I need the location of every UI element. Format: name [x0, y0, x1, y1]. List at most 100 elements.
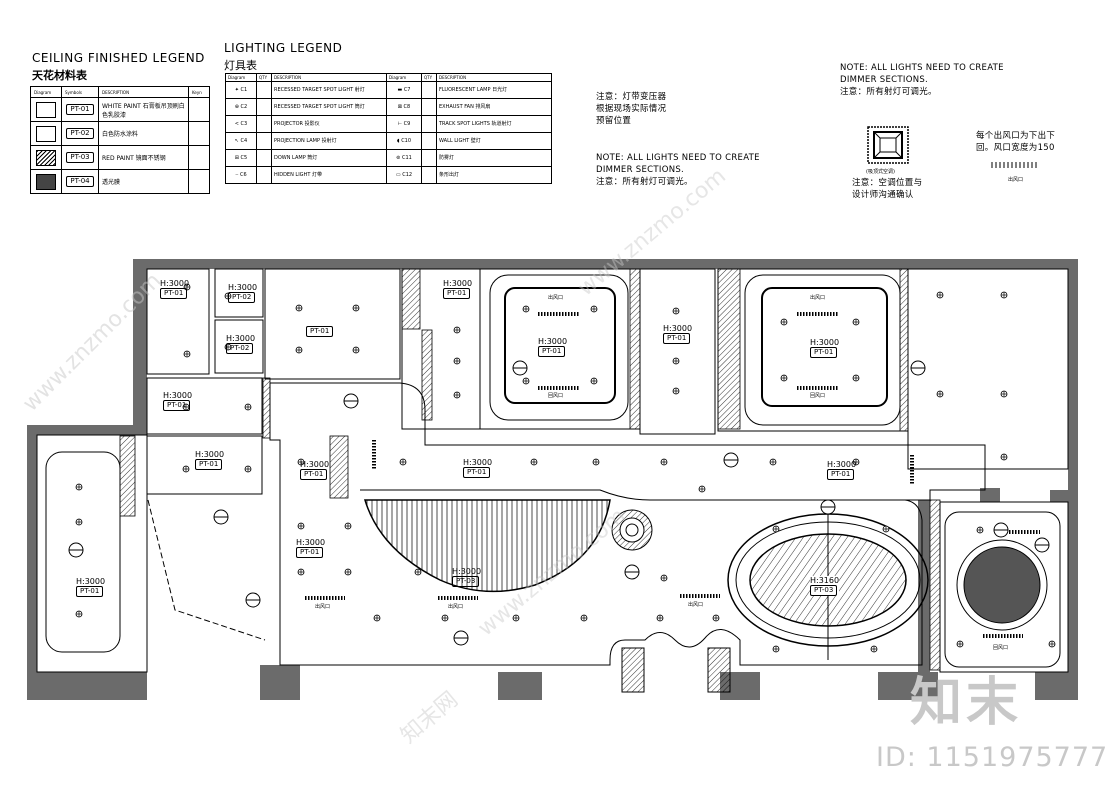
marker-01	[68, 542, 84, 558]
legend-row: PT-02 白色防水涂料	[30, 121, 210, 146]
exhaust-fan-icon: ⊠	[397, 104, 402, 110]
watermark-id: ID: 1151975777	[876, 742, 1109, 773]
note-line: 每个出风口为下出下	[976, 131, 1056, 141]
height-label: H:3000	[443, 279, 473, 288]
projector-icon: <	[234, 121, 239, 127]
note-line: 注意：所有射灯可调光。	[840, 87, 937, 97]
lamp-code: C6	[239, 172, 247, 178]
dimmer-note-upper: NOTE: ALL LIGHTS NEED TO CREATE DIMMER S…	[840, 62, 1015, 98]
fluorescent-lamp-icon: ▬	[397, 87, 403, 93]
height-label: H:3000	[452, 567, 482, 576]
note-line: 注意：所有射灯可调光。	[596, 177, 693, 187]
vent-note: 每个出风口为下出下 回。风口宽度为150	[976, 130, 1055, 154]
finish-code: PT-01	[160, 288, 188, 299]
finish-code: PT-02	[226, 343, 254, 354]
marker-09	[624, 564, 640, 580]
height-label: H:3160	[810, 576, 840, 585]
marker-13	[993, 522, 1009, 538]
height-label: H:3000	[538, 337, 568, 346]
ceiling-legend-title: CEILING FINISHED LEGEND	[32, 51, 205, 65]
return-vent-label: 回风口	[810, 393, 826, 399]
height-label: H:3000	[827, 460, 857, 469]
height-label: H:3000	[163, 391, 193, 400]
height-label: H:3000	[463, 458, 493, 467]
lighting-legend-subtitle: 灯具表	[224, 59, 257, 72]
lamp-code: C10	[401, 138, 412, 144]
ceiling-legend-subtitle: 天花材料表	[32, 69, 87, 82]
lamp-code: C11	[401, 155, 412, 161]
supply-vent-label: 出风口	[548, 295, 564, 301]
lighting-legend-table: Diagram QTY DESCRIPTION Diagram QTY DESC…	[225, 73, 552, 184]
height-label: H:3000	[810, 338, 840, 347]
lamp-code: C4	[240, 138, 248, 144]
finish-code: PT-01	[300, 469, 328, 480]
finish-code: PT-01	[443, 288, 471, 299]
lamp-code: C7	[403, 87, 411, 93]
ceiling-legend-table: Diagram Symbols DESCRIPTION Keyn PT-01 W…	[30, 86, 210, 194]
supply-vent-label: 出风口	[315, 604, 331, 610]
height-label: H:3000	[226, 334, 256, 343]
finish-description: 白色防水涂料	[98, 121, 189, 146]
legend-row: PT-04 透光膜	[30, 169, 210, 194]
vent-label: 出风口	[1008, 177, 1024, 183]
lamp-code: C5	[240, 155, 248, 161]
spot-light-icon: ✦	[234, 87, 239, 93]
note-line: NOTE: ALL LIGHTS NEED TO CREATE DIMMER S…	[596, 153, 760, 175]
marker-05	[453, 630, 469, 646]
section-markers	[68, 360, 1050, 646]
finish-description: 透光膜	[98, 169, 189, 194]
round-chandelier	[611, 509, 653, 551]
marker-15	[245, 592, 261, 608]
ac-note: 注意：空调位置与 设计师沟通确认	[852, 177, 922, 201]
track-light-icon: ⊢	[397, 121, 403, 127]
circular-ceiling	[956, 539, 1048, 631]
lamp-code: C8	[403, 104, 411, 110]
finish-code: PT-01	[827, 469, 855, 480]
projection-lamp-icon: ↖	[234, 138, 239, 144]
finish-code: PT-01	[538, 346, 566, 357]
transformer-note: 注意：灯带变压器 根据现场实际情况 预留位置	[596, 91, 666, 127]
finish-code: PT-02	[66, 128, 94, 139]
height-label: H:3000	[76, 577, 106, 586]
marker-01	[910, 360, 926, 376]
marker-02	[723, 452, 739, 468]
marker-01	[512, 360, 528, 376]
lamp-code: C12	[402, 172, 413, 178]
height-label: H:3000	[160, 279, 190, 288]
supply-vent-label: 出风口	[810, 295, 826, 301]
finish-code: PT-01	[306, 326, 334, 337]
finish-code: PT-01	[66, 104, 94, 115]
supply-vent-label: 出风口	[688, 602, 704, 608]
height-label: H:3000	[300, 460, 330, 469]
watermark-logo: 知末	[910, 673, 1023, 733]
note-line: NOTE: ALL LIGHTS NEED TO CREATE DIMMER S…	[840, 63, 1004, 85]
finish-code: PT-01	[163, 400, 191, 411]
down-spot-icon: ⊕	[234, 104, 239, 110]
wall-structure	[27, 259, 1078, 700]
lamp-code: C1	[240, 87, 248, 93]
finish-code: PT-01	[76, 586, 104, 597]
finish-description: RED PAINT 镜面不锈钢	[98, 145, 189, 170]
finish-code: PT-01	[296, 547, 324, 558]
hidden-light-icon: ┄	[235, 172, 239, 178]
lamp-description: 条形出灯	[436, 166, 552, 184]
lamp-description: HIDDEN LIGHT 灯带	[271, 166, 387, 184]
vent-grilles	[305, 312, 1040, 638]
swatch-hatched	[36, 149, 56, 166]
height-label: H:3000	[296, 538, 326, 547]
dimmer-note-lower: NOTE: ALL LIGHTS NEED TO CREATE DIMMER S…	[596, 152, 771, 188]
note-line: 设计师沟通确认	[852, 190, 914, 200]
ceiling-tag: PT-01	[306, 318, 334, 337]
